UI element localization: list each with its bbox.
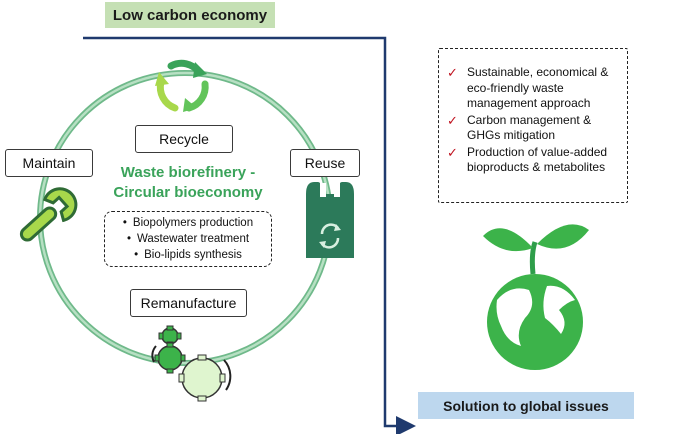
stage-remanufacture: Remanufacture xyxy=(130,289,247,317)
wrench-icon xyxy=(19,187,78,242)
center-title-line-2: Circular bioeconomy xyxy=(113,184,263,201)
benefit-line: Carbon management & xyxy=(467,112,592,127)
stage-maintain: Maintain xyxy=(5,149,93,177)
benefit-line: management approach xyxy=(467,96,591,110)
benefit-line: Production of value-added xyxy=(467,144,608,159)
process-item: • Wastewater treatment xyxy=(109,231,267,247)
process-label: Wastewater treatment xyxy=(136,233,250,245)
process-label: Biopolymers production xyxy=(132,217,254,229)
benefit-line: GHGs mitigation xyxy=(467,128,556,142)
gears-icon xyxy=(151,325,232,402)
recycle-arrows-icon xyxy=(155,59,209,112)
benefit-item: ✓ Sustainable, economical & eco-friendly… xyxy=(447,65,621,112)
bullet-icon: • xyxy=(134,249,139,261)
check-icon: ✓ xyxy=(447,65,458,80)
header-low-carbon-economy: Low carbon economy xyxy=(105,2,275,28)
benefit-line: bioproducts & metabolites xyxy=(467,160,606,174)
center-title-line-1: Waste biorefinery - xyxy=(120,164,256,181)
benefit-line: Sustainable, economical & xyxy=(467,65,609,79)
benefits-box: ✓ Sustainable, economical & eco-friendly… xyxy=(438,48,628,203)
process-item: • Bio-lipids synthesis xyxy=(109,247,267,263)
footer-solution-global-issues: Solution to global issues xyxy=(418,392,634,419)
check-icon: ✓ xyxy=(447,144,458,160)
center-title: Waste biorefinery - Circular bioeconomy xyxy=(98,163,278,203)
process-list-box: •Biopolymers production •Wastewater trea… xyxy=(104,211,272,267)
process-label: Bio-lipids synthesis xyxy=(144,249,242,261)
shopping-bag-icon xyxy=(306,182,354,258)
benefit-line: eco-friendly waste xyxy=(467,80,564,95)
globe-sprout-icon xyxy=(483,224,589,370)
bullet-icon: • xyxy=(126,233,131,245)
stage-reuse: Reuse xyxy=(290,149,360,177)
bullet-icon: • xyxy=(122,217,127,229)
benefit-item: ✓ Carbon management & GHGs mitigation xyxy=(447,113,621,144)
benefit-item: ✓ Production of value-added bioproducts … xyxy=(447,145,621,176)
stage-recycle: Recycle xyxy=(135,125,233,153)
check-icon: ✓ xyxy=(447,112,458,128)
process-item: • Biopolymers production xyxy=(109,215,267,231)
